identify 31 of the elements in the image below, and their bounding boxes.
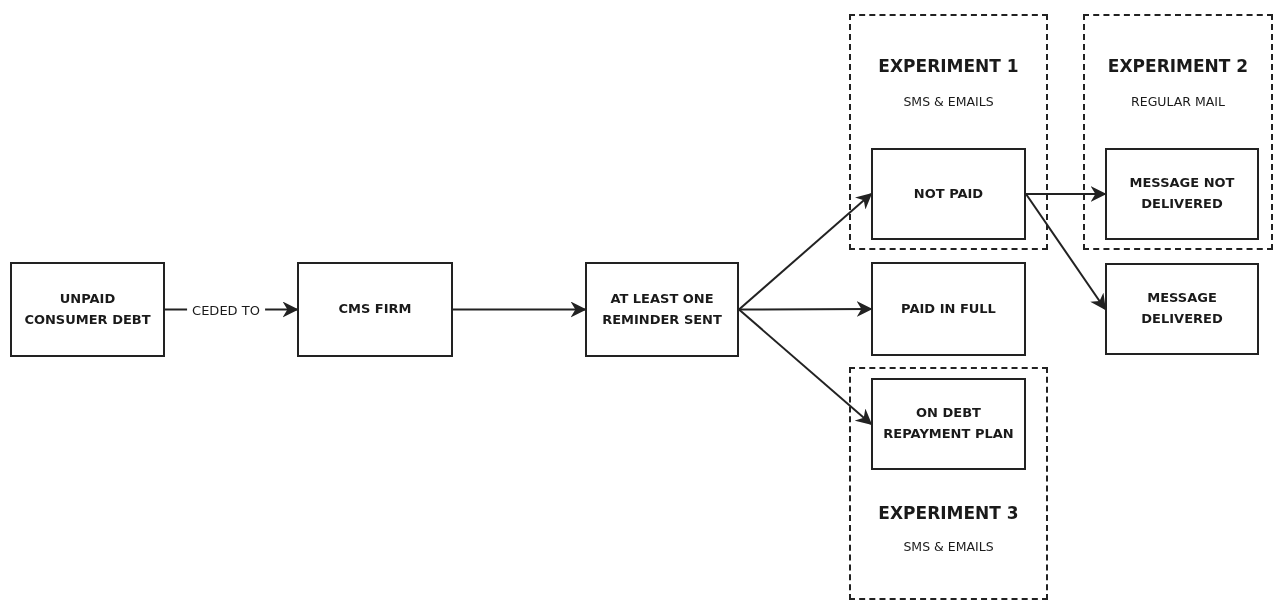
- box-label: AT LEAST ONE REMINDER SENT: [601, 289, 723, 329]
- group-heading: EXPERIMENT 1: [878, 56, 1019, 76]
- group-subheading: REGULAR MAIL: [1131, 94, 1225, 109]
- group-subheading: SMS & EMAILS: [903, 539, 994, 554]
- process-box: [10, 262, 165, 357]
- box-label: NOT PAID: [912, 184, 985, 203]
- dashed-group-frame: [849, 14, 1048, 250]
- dashed-group-frame: [1083, 14, 1273, 250]
- process-box: [297, 262, 453, 357]
- arrow: [738, 192, 873, 311]
- arrow: [452, 301, 587, 318]
- group-heading: EXPERIMENT 3: [878, 503, 1019, 523]
- box-label: CMS FIRM: [337, 300, 413, 319]
- box-label: PAID IN FULL: [900, 299, 997, 318]
- process-box: [871, 262, 1026, 356]
- process-box: [1105, 263, 1259, 355]
- process-box: [871, 378, 1026, 470]
- box-label: UNPAID CONSUMER DEBT: [23, 289, 152, 329]
- dashed-group-frame: [849, 367, 1048, 600]
- arrow: [738, 301, 873, 318]
- group-subheading: SMS & EMAILS: [903, 94, 994, 109]
- arrow: [738, 308, 873, 426]
- arrow: [1025, 186, 1107, 202]
- box-label: MESSAGE NOT DELIVERED: [1128, 174, 1236, 213]
- process-box: [585, 262, 739, 357]
- arrow: [1025, 193, 1106, 311]
- process-box: [1105, 148, 1259, 240]
- group-heading: EXPERIMENT 2: [1107, 56, 1249, 76]
- box-label: ON DEBT REPAYMENT PLAN: [882, 404, 1015, 443]
- box-label: MESSAGE DELIVERED: [1140, 289, 1224, 328]
- process-box: [871, 148, 1026, 240]
